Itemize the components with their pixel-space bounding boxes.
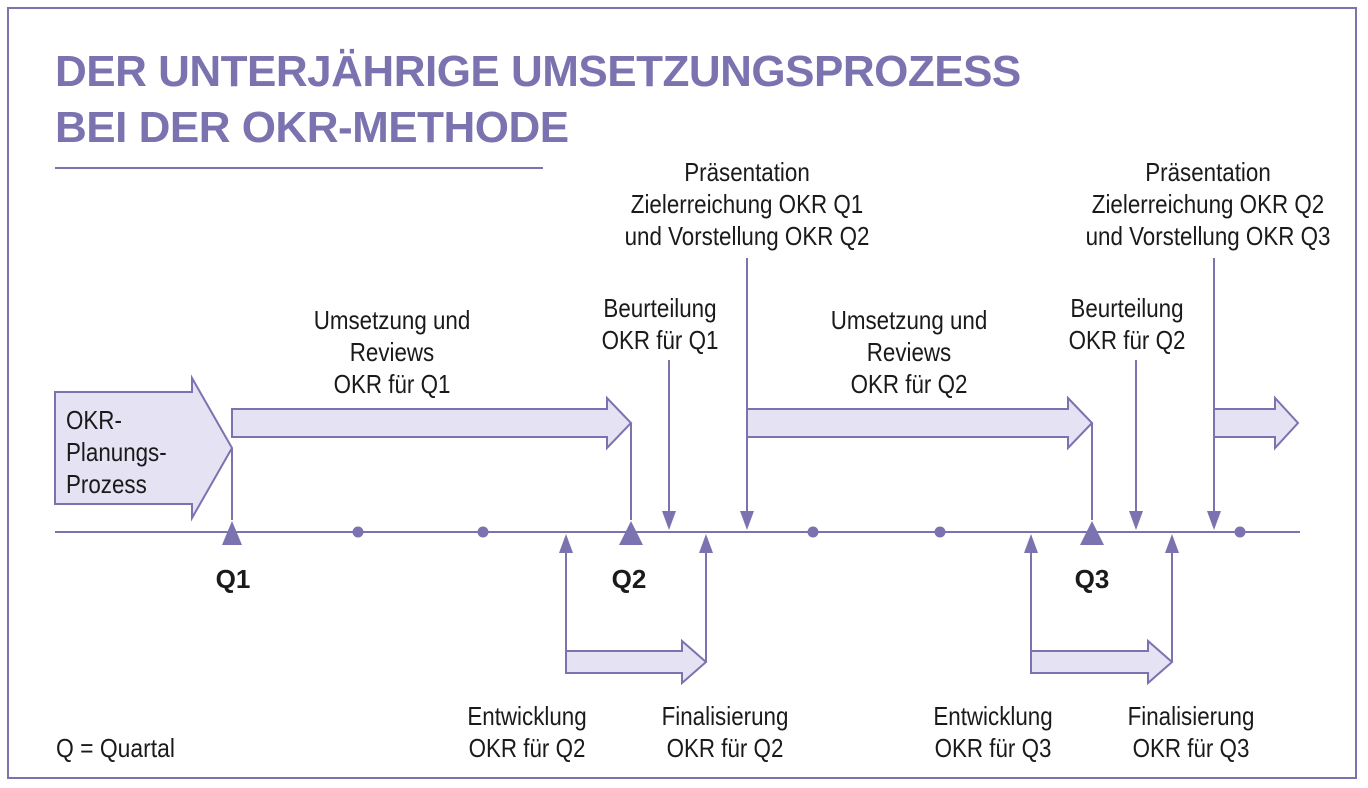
umsetzung-q2-label: Umsetzung und Reviews OKR für Q2 bbox=[831, 304, 988, 400]
label-line: Entwicklung bbox=[933, 701, 1053, 731]
label-line: Beurteilung bbox=[1070, 293, 1184, 323]
label-line: Präsentation bbox=[684, 157, 810, 187]
timeline-dot bbox=[1234, 526, 1246, 538]
label-line: Beurteilung bbox=[603, 293, 717, 323]
q3-label: Q3 bbox=[1074, 564, 1110, 594]
q2-label: Q2 bbox=[611, 564, 647, 594]
entwicklung-q2-arrow-head bbox=[559, 534, 573, 553]
timeline-dot bbox=[352, 526, 364, 538]
entwicklung-q3-label: Entwicklung OKR für Q3 bbox=[933, 700, 1052, 764]
umsetzung-q3-arrow bbox=[1213, 395, 1300, 451]
label-line: Reviews bbox=[349, 337, 435, 367]
planning-process-label: OKR- Planungs- Prozess bbox=[66, 404, 167, 500]
planning-line-3: Prozess bbox=[66, 469, 147, 499]
title-line-1: DER UNTERJÄHRIGE UMSETZUNGSPROZESS bbox=[55, 47, 1021, 96]
umsetzung-q1-label: Umsetzung und Reviews OKR für Q1 bbox=[314, 304, 471, 400]
label-line: Entwicklung bbox=[467, 701, 587, 731]
label-line: OKR für Q2 bbox=[850, 369, 968, 399]
label-line: Umsetzung und bbox=[313, 305, 471, 335]
q1-marker bbox=[222, 521, 242, 545]
q3-marker bbox=[1080, 521, 1104, 545]
timeline-dot bbox=[807, 526, 819, 538]
legend: Q = Quartal bbox=[56, 733, 175, 763]
label-line: Umsetzung und bbox=[830, 305, 988, 335]
beurteilung-q2-arrow-head bbox=[1129, 511, 1143, 530]
umsetzung-q2-arrow bbox=[746, 395, 1094, 451]
timeline-dot bbox=[477, 526, 489, 538]
entwicklung-q2-label: Entwicklung OKR für Q2 bbox=[467, 700, 586, 764]
praesentation-q2-label: Präsentation Zielerreichung OKR Q2 und V… bbox=[1086, 156, 1331, 252]
label-line: Finalisierung bbox=[661, 701, 789, 731]
label-line: OKR für Q2 bbox=[1068, 325, 1186, 355]
label-line: Finalisierung bbox=[1127, 701, 1255, 731]
finalisierung-q2-label: Finalisierung OKR für Q2 bbox=[662, 700, 789, 764]
entwicklung-q3-arrow bbox=[1030, 638, 1174, 686]
q2-marker bbox=[619, 521, 643, 545]
title-line-2: BEI DER OKR-METHODE bbox=[55, 103, 569, 152]
label-line: Präsentation bbox=[1145, 157, 1271, 187]
finalisierung-q2-arrow-head bbox=[699, 534, 713, 553]
finalisierung-q3-label: Finalisierung OKR für Q3 bbox=[1128, 700, 1255, 764]
label-line: OKR für Q1 bbox=[601, 325, 719, 355]
beurteilung-q1-arrow-head bbox=[662, 511, 676, 530]
praesentation-q1-arrow-head bbox=[740, 511, 754, 530]
entwicklung-q3-arrow-head bbox=[1024, 534, 1038, 553]
umsetzung-q1-arrow bbox=[231, 395, 633, 451]
label-line: OKR für Q1 bbox=[333, 369, 451, 399]
label-line: OKR für Q2 bbox=[666, 733, 784, 763]
praesentation-q1-label: Präsentation Zielerreichung OKR Q1 und V… bbox=[625, 156, 870, 252]
label-line: Zielerreichung OKR Q2 bbox=[1091, 189, 1325, 219]
planning-process-arrow bbox=[54, 374, 234, 522]
label-line: Reviews bbox=[866, 337, 952, 367]
entwicklung-q2-arrow bbox=[565, 638, 708, 686]
timeline-dot bbox=[934, 526, 946, 538]
planning-line-2: Planungs- bbox=[66, 437, 167, 467]
label-line: Zielerreichung OKR Q1 bbox=[630, 189, 864, 219]
planning-line-1: OKR- bbox=[66, 405, 122, 435]
diagram-title: DER UNTERJÄHRIGE UMSETZUNGSPROZESS BEI D… bbox=[55, 44, 1021, 156]
q1-label: Q1 bbox=[215, 564, 251, 594]
finalisierung-q3-arrow-head bbox=[1165, 534, 1179, 553]
diagram-frame bbox=[7, 7, 1357, 779]
beurteilung-q2-label: Beurteilung OKR für Q2 bbox=[1069, 292, 1186, 356]
label-line: und Vorstellung OKR Q3 bbox=[1085, 221, 1331, 251]
label-line: OKR für Q3 bbox=[934, 733, 1052, 763]
label-line: und Vorstellung OKR Q2 bbox=[624, 221, 870, 251]
praesentation-q2-arrow-head bbox=[1207, 511, 1221, 530]
beurteilung-q1-label: Beurteilung OKR für Q1 bbox=[602, 292, 719, 356]
label-line: OKR für Q3 bbox=[1132, 733, 1250, 763]
label-line: OKR für Q2 bbox=[468, 733, 586, 763]
